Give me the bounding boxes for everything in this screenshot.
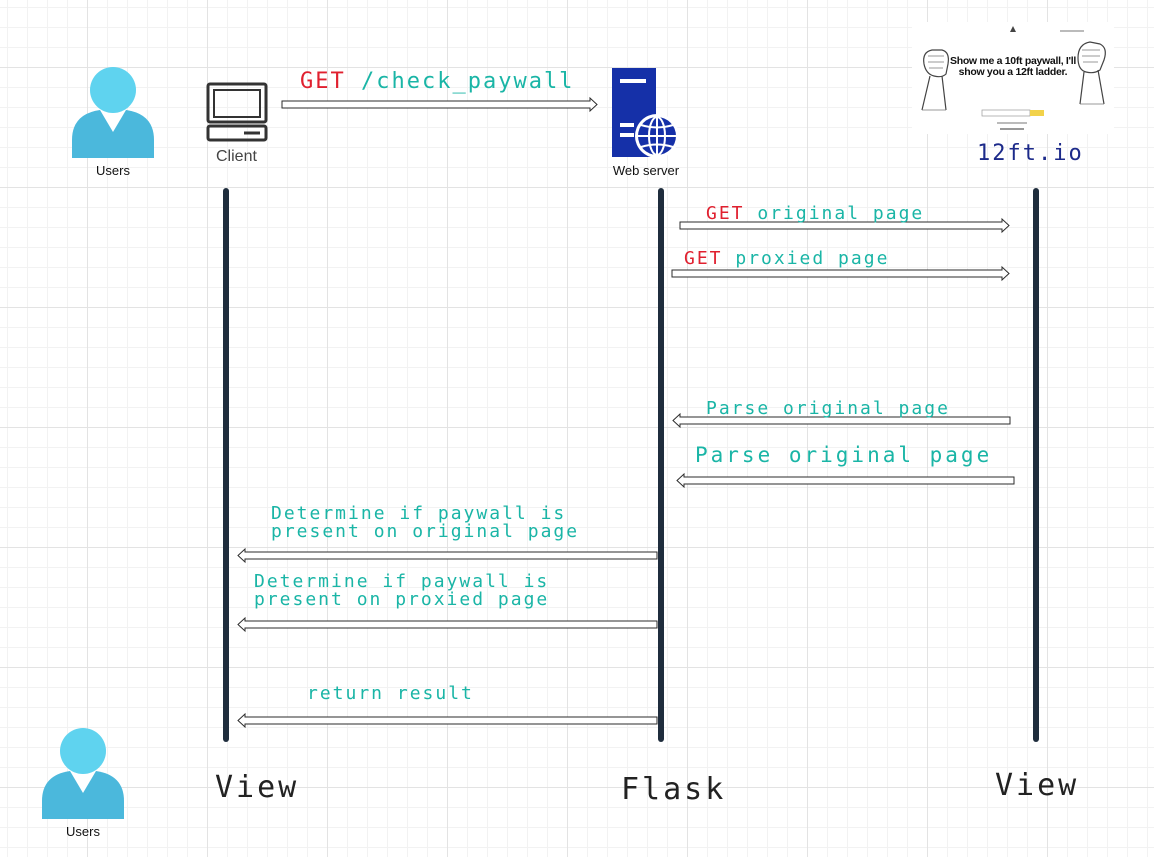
site-label: 12ft.io bbox=[977, 141, 1084, 166]
msg-get-proxied-text: proxied page bbox=[735, 248, 890, 269]
arrow-determine-original bbox=[237, 547, 658, 564]
lifeline-label-middle: Flask bbox=[621, 772, 727, 807]
lifeline-view-left bbox=[223, 188, 229, 742]
arrow-get-check-paywall bbox=[281, 96, 598, 113]
msg-parse-original-1: Parse original page bbox=[706, 398, 950, 419]
arrow-determine-proxied bbox=[237, 616, 658, 633]
top-request-verb: GET bbox=[300, 69, 346, 94]
thumbnail-headline: Show me a 10ft paywall, I'll show you a … bbox=[950, 55, 1076, 78]
web-server-label: Web server bbox=[612, 163, 680, 178]
lifeline-flask bbox=[658, 188, 664, 742]
web-server-icon bbox=[612, 68, 679, 158]
msg-get-original-text: original page bbox=[757, 203, 925, 224]
msg-get-original-verb: GET bbox=[706, 203, 745, 224]
lifeline-label-left: View bbox=[215, 770, 300, 805]
arrow-parse-original-2 bbox=[676, 472, 1015, 489]
users-bottom-label: Users bbox=[66, 824, 100, 839]
msg-determine-original-line2: present on original page bbox=[271, 521, 580, 542]
lifeline-view-right bbox=[1033, 188, 1039, 742]
arrow-get-original bbox=[679, 217, 1010, 234]
site-thumbnail: Show me a 10ft paywall, I'll show you a … bbox=[912, 22, 1114, 134]
msg-parse-original-2: Parse original page bbox=[695, 443, 993, 467]
msg-get-proxied-verb: GET bbox=[684, 248, 723, 269]
user-icon-top bbox=[72, 67, 154, 158]
arrow-parse-original-1 bbox=[672, 412, 1011, 429]
msg-determine-proxied-line2: present on proxied page bbox=[254, 589, 550, 610]
msg-get-proxied: GET proxied page bbox=[684, 250, 889, 268]
msg-get-original: GET original page bbox=[706, 205, 924, 223]
computer-icon bbox=[206, 82, 268, 142]
users-top-label: Users bbox=[96, 163, 130, 178]
top-request-path: /check_paywall bbox=[361, 69, 575, 94]
arrow-return-result bbox=[237, 712, 658, 729]
top-request-label: GET /check_paywall bbox=[300, 69, 574, 94]
client-label: Client bbox=[216, 148, 257, 165]
msg-determine-proxied-line1: Determine if paywall is bbox=[254, 571, 550, 592]
user-icon-bottom bbox=[42, 728, 124, 819]
lifeline-label-right: View bbox=[995, 768, 1080, 803]
ladder-fist-illustration bbox=[921, 26, 1106, 130]
arrow-get-proxied bbox=[671, 265, 1010, 282]
msg-determine-original-line1: Determine if paywall is bbox=[271, 503, 567, 524]
msg-return-result: return result bbox=[307, 683, 474, 704]
